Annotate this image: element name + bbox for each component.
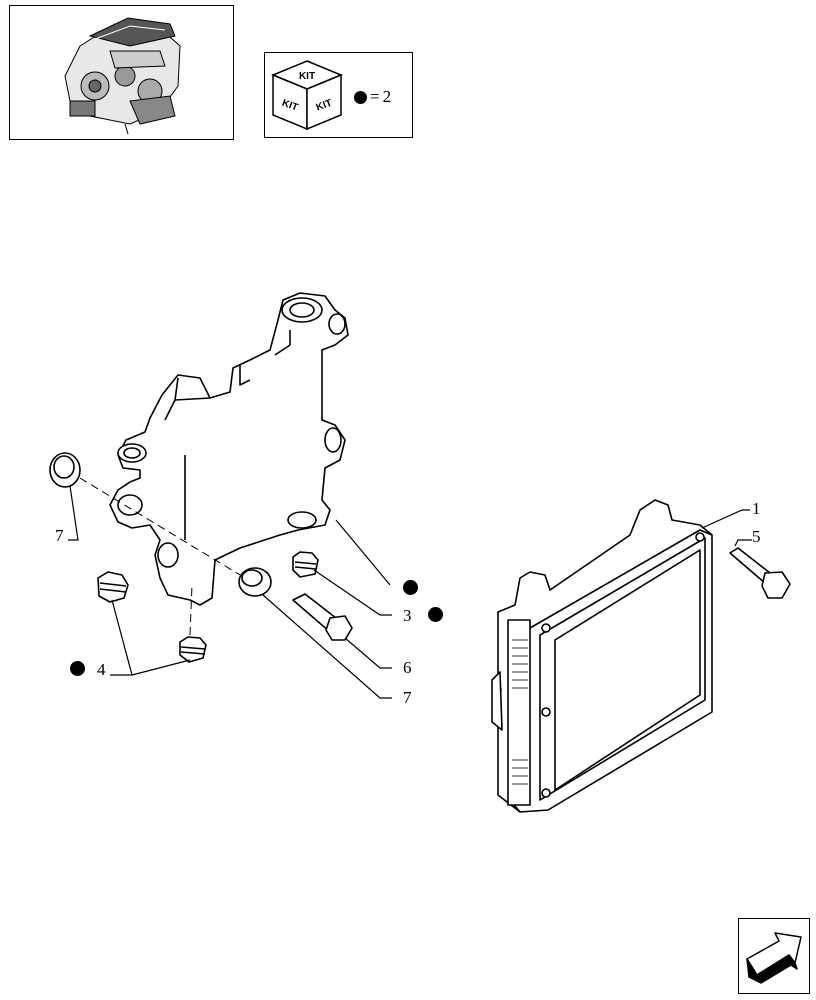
kit-dot-icon xyxy=(354,90,367,104)
engine-thumbnail xyxy=(9,5,234,140)
leader-7-left xyxy=(68,485,79,541)
bracket-bottom-hole xyxy=(157,542,179,568)
leader-1 xyxy=(701,509,750,529)
callout-4: 4 xyxy=(97,660,106,679)
kit-marker-dot-bracket xyxy=(403,580,418,595)
bracket-bottom-port xyxy=(287,511,317,529)
leader-7-bottom xyxy=(262,594,392,699)
callout-6: 6 xyxy=(403,658,412,677)
kit-marker-dot-3 xyxy=(428,607,443,622)
kit-label-top: KIT xyxy=(299,71,315,82)
mounting-bracket xyxy=(109,292,349,606)
leader-dot-bracket xyxy=(335,519,391,586)
kit-value: 2 xyxy=(382,87,392,106)
kit-legend-text: = 2 xyxy=(354,87,391,107)
leader-3 xyxy=(313,569,392,616)
callout-7-left: 7 xyxy=(55,526,64,545)
bracket-lower-hole xyxy=(117,494,143,516)
bracket-right-hole xyxy=(324,427,342,453)
kit-equals: = xyxy=(370,87,380,106)
leader-4a xyxy=(110,599,133,676)
plug-3 xyxy=(292,551,319,578)
callout-7-bottom: 7 xyxy=(403,688,412,707)
arrow-next-icon xyxy=(746,932,802,984)
kit-legend-box: KIT KIT KIT xyxy=(264,52,413,138)
kit-marker-dot-4 xyxy=(70,661,85,676)
callout-3: 3 xyxy=(403,606,412,625)
leader-6 xyxy=(344,637,392,669)
callout-1: 1 xyxy=(752,499,761,518)
kit-label-left: KIT xyxy=(280,98,299,114)
kit-label-right: KIT xyxy=(315,98,334,114)
kit-cube-icon: KIT KIT KIT xyxy=(271,60,343,131)
plug-4-upper xyxy=(97,571,129,603)
callout-5: 5 xyxy=(752,527,761,546)
engine-illustration xyxy=(64,17,181,135)
plug-4-lower xyxy=(179,636,207,663)
next-page-button[interactable] xyxy=(738,918,810,994)
bracket-side-hole xyxy=(328,313,346,335)
leader-5 xyxy=(734,539,752,547)
